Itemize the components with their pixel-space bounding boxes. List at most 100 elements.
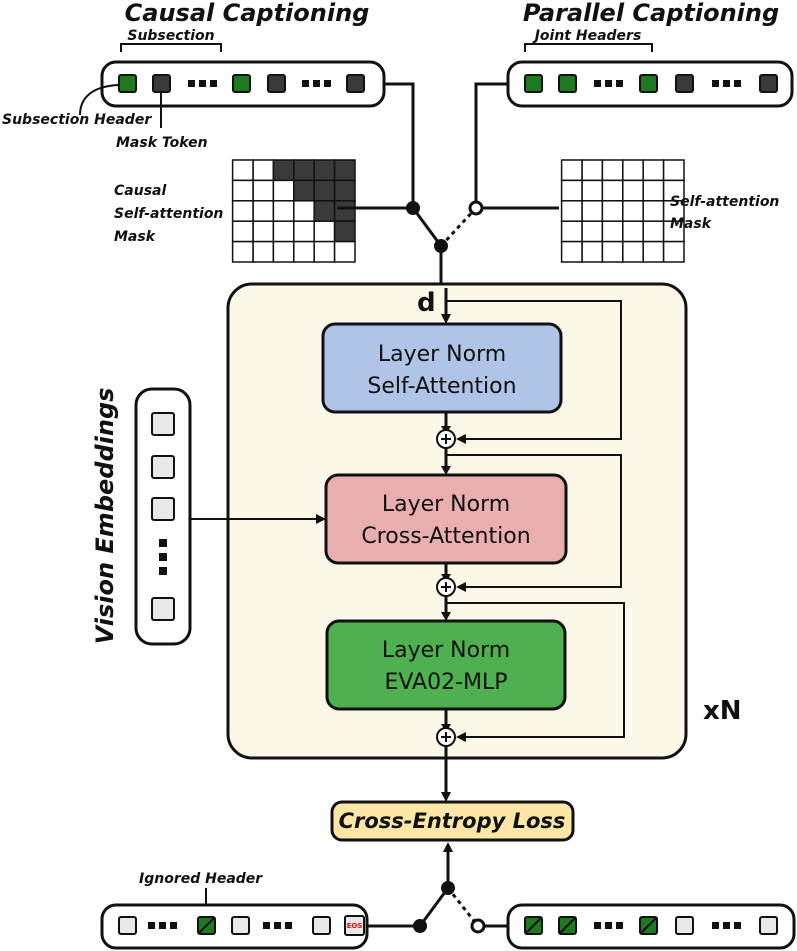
attend-cell — [642, 179, 665, 202]
attend-cell — [252, 220, 275, 243]
mask-token — [267, 74, 286, 93]
self-attention-line2: Self-Attention — [367, 374, 516, 399]
attend-cell — [560, 159, 583, 182]
self-mask-label-line2: Mask — [670, 216, 713, 232]
vision-embeddings-label: Vision Embeddings — [91, 388, 119, 645]
joint-header-token — [524, 74, 543, 93]
attend-cell — [581, 220, 604, 243]
subsection-header-pointer — [79, 84, 120, 116]
arrow-head — [456, 582, 466, 592]
ellipsis-icon — [159, 539, 167, 575]
arrow-head — [456, 434, 466, 444]
subsection-bracket — [120, 43, 222, 52]
repeat-count-label: xN — [703, 696, 742, 726]
vision-embeddings-stack — [134, 387, 192, 646]
causal-captioning-title: Causal Captioning — [125, 0, 370, 27]
joint-headers-bracket — [524, 43, 653, 52]
parallel-switch-node — [468, 200, 484, 216]
masked-cell — [333, 200, 356, 222]
attend-cell — [252, 159, 275, 182]
masked-cell — [313, 159, 336, 182]
causal-self-attention-mask-grid — [231, 159, 356, 263]
attend-cell — [333, 240, 356, 263]
causal-token-sequence — [100, 60, 386, 108]
attend-cell — [252, 200, 275, 222]
cross-attention-block — [324, 473, 568, 565]
target-token — [231, 916, 250, 935]
vision-token — [151, 455, 175, 479]
self-attention-mask-grid — [560, 159, 685, 263]
attend-cell — [252, 179, 275, 202]
parallel-targets-switch-node — [470, 918, 486, 934]
ellipsis-icon — [148, 922, 177, 929]
mask-token — [346, 74, 365, 93]
causal-mask-label-line1: Causal — [114, 183, 166, 199]
attend-cell — [601, 240, 624, 263]
masked-cell — [333, 159, 356, 182]
attend-cell — [601, 200, 624, 222]
attend-cell — [642, 159, 665, 182]
cross-attention-line2: Cross-Attention — [361, 524, 530, 549]
eos-token-label: EOS — [347, 922, 363, 930]
attend-cell — [560, 240, 583, 263]
add-icon — [436, 727, 456, 747]
attend-cell — [581, 240, 604, 263]
loss-switch-node — [441, 881, 455, 895]
attend-cell — [313, 220, 336, 243]
causal-target-sequence: EOS — [100, 903, 369, 950]
arrow-head — [316, 514, 326, 524]
attend-cell — [560, 200, 583, 222]
cross-entropy-loss-box — [330, 800, 575, 842]
parallel-captioning-title: Parallel Captioning — [523, 0, 779, 27]
mask-token — [675, 74, 694, 93]
attend-cell — [601, 179, 624, 202]
switch-arm-parallel-dashed — [439, 206, 478, 248]
attend-cell — [560, 179, 583, 202]
joint-header-token — [639, 74, 658, 93]
arrow-head — [441, 792, 451, 802]
eos-token — [344, 915, 365, 936]
causal-targets-switch-node — [413, 919, 427, 933]
attend-cell — [313, 240, 336, 263]
attend-cell — [622, 220, 644, 243]
residual-connection-2 — [446, 454, 622, 588]
attend-cell — [642, 200, 665, 222]
ignored-header-token — [639, 916, 658, 935]
attend-cell — [622, 200, 644, 222]
causal-switch-node — [406, 201, 420, 215]
attend-cell — [642, 220, 665, 243]
cross-entropy-loss-label: Cross-Entropy Loss — [339, 809, 566, 833]
target-token — [759, 916, 778, 935]
parallel-target-sequence — [506, 903, 796, 950]
arrow-head — [441, 314, 451, 324]
mlp-line1: Layer Norm — [382, 638, 510, 663]
subsection-header-token — [232, 74, 251, 93]
self-mask-label-line1: Self-attention — [670, 194, 779, 210]
arrow-head — [443, 842, 453, 852]
mask-token-label: Mask Token — [116, 135, 208, 151]
self-attention-block — [321, 322, 563, 414]
ignored-header-token — [558, 916, 577, 935]
attend-cell — [272, 179, 295, 202]
self-attention-line1: Layer Norm — [378, 342, 506, 367]
attend-cell — [622, 159, 644, 182]
subsection-label: Subsection — [127, 28, 214, 44]
masked-cell — [272, 159, 295, 182]
parallel-token-sequence — [506, 60, 794, 108]
ellipsis-icon — [263, 922, 292, 929]
attend-cell — [272, 220, 295, 243]
masked-cell — [313, 200, 336, 222]
attend-cell — [581, 159, 604, 182]
masked-cell — [313, 179, 336, 202]
add-icon — [436, 577, 456, 597]
masked-cell — [333, 220, 356, 243]
masked-cell — [293, 159, 315, 182]
mlp-block — [325, 619, 567, 711]
ellipsis-icon — [594, 80, 623, 87]
attend-cell — [581, 200, 604, 222]
attend-cell — [560, 220, 583, 243]
attend-cell — [231, 159, 254, 182]
attend-cell — [662, 159, 685, 182]
attend-cell — [272, 240, 295, 263]
switch-arm-causal-targets — [418, 887, 450, 927]
